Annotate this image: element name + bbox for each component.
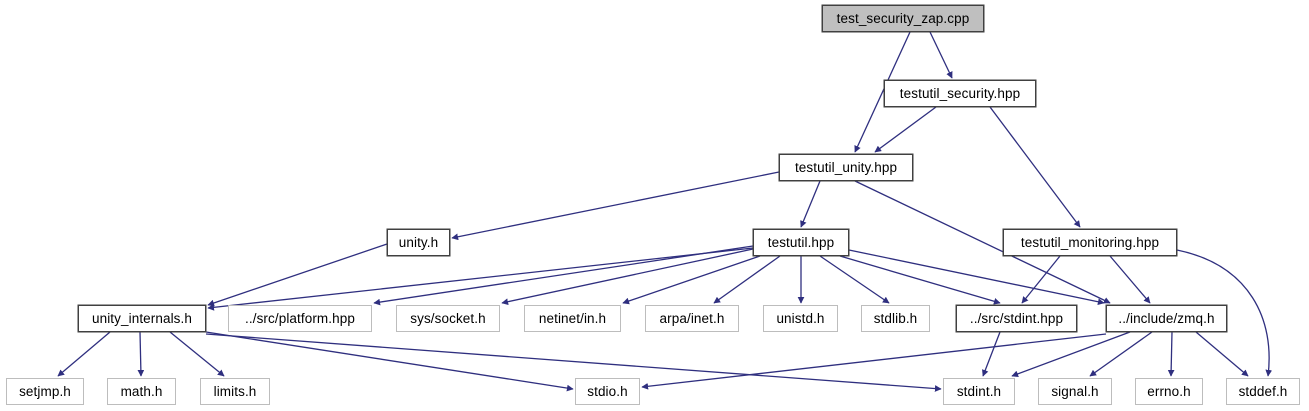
node-label-arpa_inet_h: arpa/inet.h [659, 310, 725, 326]
node-label-testutil_hpp: testutil.hpp [767, 234, 835, 250]
node-label-src_stdint_hpp: ../src/stdint.hpp [969, 310, 1064, 326]
edge-testutil_hpp-to-stdlib_h [819, 255, 890, 304]
node-unity_internals_h[interactable]: unity_internals.h [78, 305, 206, 332]
node-label-errno_h: errno.h [1147, 383, 1191, 399]
edge-testutil_hpp-to-netinet_in_h [622, 255, 761, 305]
node-unity_h[interactable]: unity.h [387, 229, 450, 256]
edges-group [57, 31, 1273, 392]
edge-testutil_hpp-to-src_platform_hpp [373, 245, 754, 306]
node-label-test_security_zap_cpp: test_security_zap.cpp [836, 10, 970, 26]
edge-testutil_monitoring_hpp-to-src_stdint_hpp [1021, 255, 1061, 304]
node-testutil_security_hpp[interactable]: testutil_security.hpp [884, 80, 1036, 107]
node-test_security_zap_cpp[interactable]: test_security_zap.cpp [822, 5, 984, 32]
node-unistd_h[interactable]: unistd.h [763, 305, 838, 332]
node-sys_socket_h[interactable]: sys/socket.h [396, 305, 500, 332]
node-label-unistd_h: unistd.h [776, 310, 825, 326]
node-label-src_platform_hpp: ../src/platform.hpp [245, 310, 355, 326]
node-label-stdint_h: stdint.h [956, 383, 1002, 399]
node-label-netinet_in_h: netinet/in.h [538, 310, 607, 326]
node-label-sys_socket_h: sys/socket.h [410, 310, 486, 326]
node-signal_h[interactable]: signal.h [1038, 378, 1112, 405]
edge-testutil_hpp-to-unity_internals_h [207, 247, 754, 311]
edge-testutil_hpp-to-src_stdint_hpp [839, 255, 1001, 305]
node-setjmp_h[interactable]: setjmp.h [6, 378, 84, 405]
node-label-stdio_h: stdio.h [587, 383, 628, 399]
edge-unity_internals_h-to-math_h [137, 331, 145, 377]
node-label-unity_internals_h: unity_internals.h [91, 310, 192, 326]
node-label-testutil_monitoring_hpp: testutil_monitoring.hpp [1020, 234, 1160, 250]
node-errno_h[interactable]: errno.h [1135, 378, 1203, 405]
edge-unity_internals_h-to-stdio_h [205, 331, 574, 392]
node-stddef_h[interactable]: stddef.h [1226, 378, 1300, 405]
node-src_platform_hpp[interactable]: ../src/platform.hpp [228, 305, 372, 332]
node-limits_h[interactable]: limits.h [200, 378, 270, 405]
node-label-testutil_security_hpp: testutil_security.hpp [899, 85, 1021, 101]
node-stdio_h[interactable]: stdio.h [575, 378, 640, 405]
node-label-limits_h: limits.h [213, 383, 257, 399]
edge-testutil_monitoring_hpp-to-stddef_h [1176, 249, 1273, 377]
edge-include_zmq_h-to-stdio_h [641, 333, 1107, 390]
edge-src_stdint_hpp-to-stdint_h [982, 331, 1001, 377]
node-math_h[interactable]: math.h [107, 378, 176, 405]
edge-testutil_hpp-to-arpa_inet_h [713, 255, 781, 304]
node-label-stdlib_h: stdlib.h [873, 310, 918, 326]
edge-include_zmq_h-to-stddef_h [1195, 331, 1249, 377]
edge-testutil_security_hpp-to-testutil_unity_hpp [874, 106, 937, 153]
edge-include_zmq_h-to-stdint_h [1011, 331, 1131, 378]
edge-test_security_zap_cpp-to-testutil_security_hpp [929, 31, 953, 79]
edge-testutil_security_hpp-to-testutil_monitoring_hpp [989, 106, 1081, 228]
edge-test_security_zap_cpp-to-testutil_security.hpp [854, 31, 911, 153]
edge-include_zmq_h-to-errno_h [1167, 331, 1175, 377]
node-label-testutil_unity_hpp: testutil_unity.hpp [794, 159, 898, 175]
edge-testutil_hpp-to-include_zmq_h [848, 249, 1105, 306]
node-label-math_h: math.h [120, 383, 163, 399]
node-label-include_zmq_h: ../include/zmq.h [1118, 310, 1215, 326]
node-stdint_h[interactable]: stdint.h [943, 378, 1015, 405]
node-include_zmq_h[interactable]: ../include/zmq.h [1106, 305, 1227, 332]
edge-testutil_hpp-to-sys_socket_h [501, 248, 754, 306]
edge-testutil_unity_hpp-to-testutil_hpp [800, 180, 821, 228]
edge-unity_internals_h-to-setjmp_h [57, 331, 111, 377]
edge-testutil_unity_hpp-to-unity_h [451, 171, 780, 241]
node-label-setjmp_h: setjmp.h [19, 383, 71, 399]
edge-testutil_unity_hpp-to-include_zmq_h [854, 180, 1111, 304]
node-src_stdint_hpp[interactable]: ../src/stdint.hpp [956, 305, 1077, 332]
node-testutil_unity_hpp[interactable]: testutil_unity.hpp [779, 154, 913, 181]
node-testutil_monitoring_hpp[interactable]: testutil_monitoring.hpp [1003, 229, 1177, 256]
edge-testutil_monitoring_hpp-to-include_zmq_h [1109, 255, 1151, 304]
node-testutil_hpp[interactable]: testutil.hpp [753, 229, 849, 256]
edge-unity_h-to-unity_internals_h [207, 243, 388, 307]
node-stdlib_h[interactable]: stdlib.h [861, 305, 930, 332]
node-label-unity_h: unity.h [398, 234, 439, 250]
edge-include_zmq_h-to-signal_h [1089, 331, 1153, 377]
node-arpa_inet_h[interactable]: arpa/inet.h [645, 305, 739, 332]
edge-unity_internals_h-to-limits_h [169, 331, 225, 377]
edge-unity_internals_h-to-stdint_h [205, 333, 942, 392]
node-label-signal_h: signal.h [1051, 383, 1099, 399]
node-netinet_in_h[interactable]: netinet/in.h [524, 305, 621, 332]
node-label-stddef_h: stddef.h [1238, 383, 1288, 399]
